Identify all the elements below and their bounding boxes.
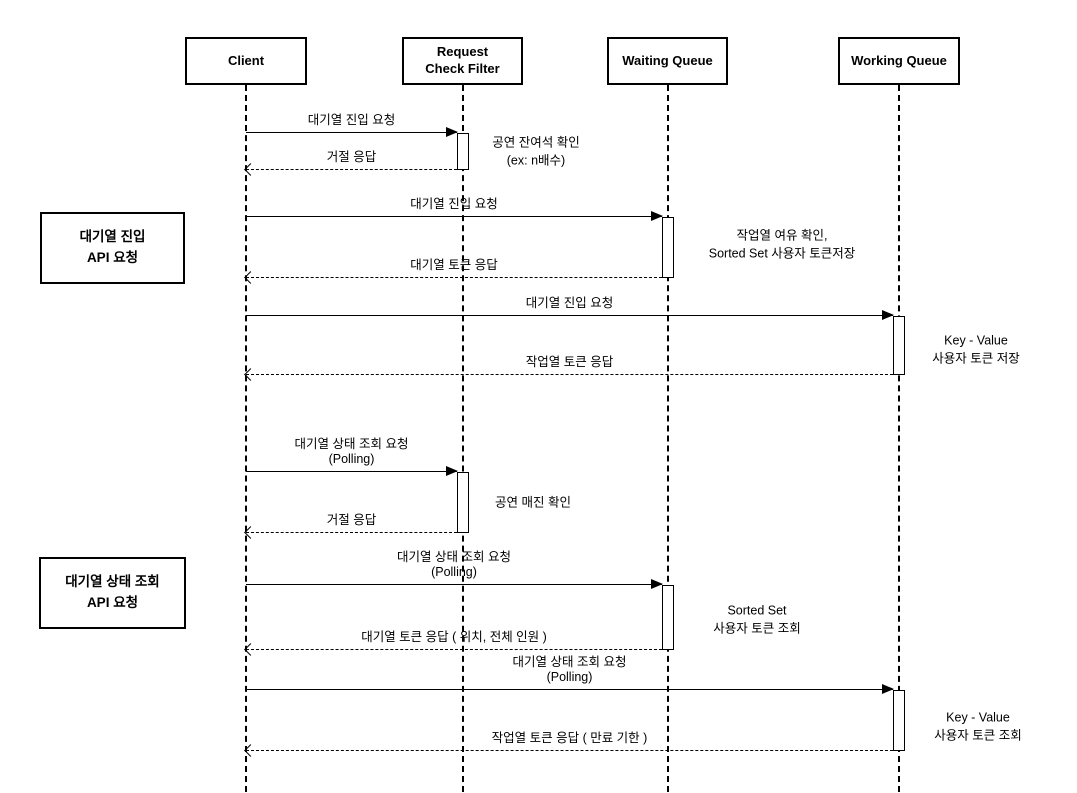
activation-rcf-status bbox=[457, 472, 469, 533]
note-line2: 사용자 토큰 조회 bbox=[713, 621, 801, 635]
note-line1: Key - Value bbox=[946, 710, 1010, 725]
note-line1: Key - Value bbox=[944, 333, 1008, 348]
note-sorted-set-lookup: Sorted Set 사용자 토큰 조회 bbox=[713, 603, 800, 638]
section-status-line2: API 요청 bbox=[86, 595, 139, 610]
actor-client-label: Client bbox=[227, 52, 265, 68]
lifeline-client bbox=[245, 85, 247, 792]
message-label: 대기열 토큰 응답 bbox=[246, 258, 662, 274]
arrow-line bbox=[246, 689, 893, 690]
actor-working-queue-label: Working Queue bbox=[851, 52, 947, 68]
section-entry-line1: 대기열 진입 bbox=[79, 229, 146, 245]
note-line2: Sorted Set 사용자 토큰저장 bbox=[708, 246, 856, 260]
message-label: 대기열 상태 조회 요청 (Polling) bbox=[246, 550, 662, 581]
activation-waiting-entry bbox=[662, 217, 674, 278]
note-line1: 공연 매진 확인 bbox=[495, 495, 571, 510]
section-status-line1: 대기열 상태 조회 bbox=[65, 574, 160, 590]
actor-rcf-label-line2: Check Filter bbox=[425, 61, 500, 76]
arrow-line bbox=[246, 471, 457, 472]
filled-arrowhead-icon bbox=[651, 579, 663, 589]
message-sublabel-text: (Polling) bbox=[546, 670, 593, 685]
note-line1: 공연 잔여석 확인 bbox=[492, 135, 580, 150]
message-label-text: 대기열 진입 요청 bbox=[525, 296, 614, 311]
arrow-line bbox=[246, 169, 457, 170]
message-label: 대기열 토큰 응답 ( 위치, 전체 인원 ) bbox=[246, 630, 662, 646]
activation-rcf-entry bbox=[457, 133, 469, 170]
arrow-line bbox=[246, 277, 662, 278]
message-sublabel-text: (Polling) bbox=[431, 565, 477, 580]
message-label-text: 거절 응답 bbox=[326, 150, 377, 165]
arrow-line bbox=[246, 750, 893, 751]
arrow-line bbox=[246, 584, 662, 585]
arrow-line bbox=[246, 532, 457, 533]
message-label-text: 대기열 진입 요청 bbox=[307, 113, 396, 128]
filled-arrowhead-icon bbox=[446, 466, 458, 476]
note-key-value-lookup: Key - Value 사용자 토큰 조회 bbox=[934, 710, 1021, 745]
actor-request-check-filter: Request Check Filter bbox=[402, 37, 523, 85]
note-key-value-store: Key - Value 사용자 토큰 저장 bbox=[932, 333, 1019, 368]
message-label: 대기열 진입 요청 bbox=[246, 296, 893, 312]
message-label-text: 대기열 토큰 응답 ( 위치, 전체 인원 ) bbox=[361, 630, 547, 645]
note-sold-out-check: 공연 매진 확인 bbox=[495, 494, 571, 512]
lifeline-waiting-queue bbox=[667, 85, 669, 792]
arrow-line bbox=[246, 132, 457, 133]
activation-waiting-status bbox=[662, 585, 674, 650]
actor-rcf-label-line1: Request bbox=[436, 44, 489, 60]
message-label-text: 대기열 토큰 응답 bbox=[410, 258, 498, 273]
message-label-text: 작업열 토큰 응답 bbox=[525, 355, 614, 370]
section-entry-line2: API 요청 bbox=[86, 250, 139, 265]
message-label: 거절 응답 bbox=[246, 513, 457, 529]
arrow-line bbox=[246, 374, 893, 375]
actor-client: Client bbox=[185, 37, 307, 85]
message-label-text: 대기열 상태 조회 요청 bbox=[512, 654, 627, 669]
message-label: 대기열 진입 요청 bbox=[246, 113, 457, 129]
note-line2: (ex: n배수) bbox=[506, 153, 566, 167]
lifeline-working-queue bbox=[898, 85, 900, 792]
message-label-text: 작업열 토큰 응답 ( 만료 기한 ) bbox=[491, 731, 648, 746]
arrow-line bbox=[246, 216, 662, 217]
note-remaining-seats: 공연 잔여석 확인 (ex: n배수) bbox=[492, 135, 579, 170]
note-line2: 사용자 토큰 저장 bbox=[932, 351, 1020, 365]
filled-arrowhead-icon bbox=[882, 310, 894, 320]
lifeline-request-check-filter bbox=[462, 85, 464, 792]
activation-working-entry bbox=[893, 316, 905, 375]
note-working-queue-capacity: 작업열 여유 확인, Sorted Set 사용자 토큰저장 bbox=[709, 228, 856, 263]
section-label-status-api: 대기열 상태 조회 API 요청 bbox=[39, 557, 186, 629]
message-label: 대기열 진입 요청 bbox=[246, 197, 662, 213]
note-line1: Sorted Set bbox=[727, 603, 787, 618]
actor-waiting-queue-label: Waiting Queue bbox=[622, 52, 713, 68]
filled-arrowhead-icon bbox=[882, 684, 894, 694]
arrow-line bbox=[246, 315, 893, 316]
message-label: 거절 응답 bbox=[246, 150, 457, 166]
note-line1: 작업열 여유 확인, bbox=[736, 228, 828, 243]
message-label: 대기열 상태 조회 요청 (Polling) bbox=[246, 437, 457, 468]
message-label-text: 거절 응답 bbox=[326, 513, 377, 528]
arrow-line bbox=[246, 649, 662, 650]
message-label: 작업열 토큰 응답 bbox=[246, 355, 893, 371]
message-label-text: 대기열 상태 조회 요청 bbox=[397, 549, 511, 564]
message-label-text: 대기열 상태 조회 요청 bbox=[294, 436, 409, 451]
filled-arrowhead-icon bbox=[651, 211, 663, 221]
message-sublabel-text: (Polling) bbox=[328, 452, 375, 467]
actor-waiting-queue: Waiting Queue bbox=[607, 37, 728, 85]
section-label-entry-api: 대기열 진입 API 요청 bbox=[40, 212, 185, 284]
message-label-text: 대기열 진입 요청 bbox=[410, 197, 498, 212]
filled-arrowhead-icon bbox=[446, 127, 458, 137]
actor-working-queue: Working Queue bbox=[838, 37, 960, 85]
message-label: 작업열 토큰 응답 ( 만료 기한 ) bbox=[246, 731, 893, 747]
activation-working-status bbox=[893, 690, 905, 751]
note-line2: 사용자 토큰 조회 bbox=[934, 728, 1022, 742]
message-label: 대기열 상태 조회 요청 (Polling) bbox=[246, 655, 893, 686]
